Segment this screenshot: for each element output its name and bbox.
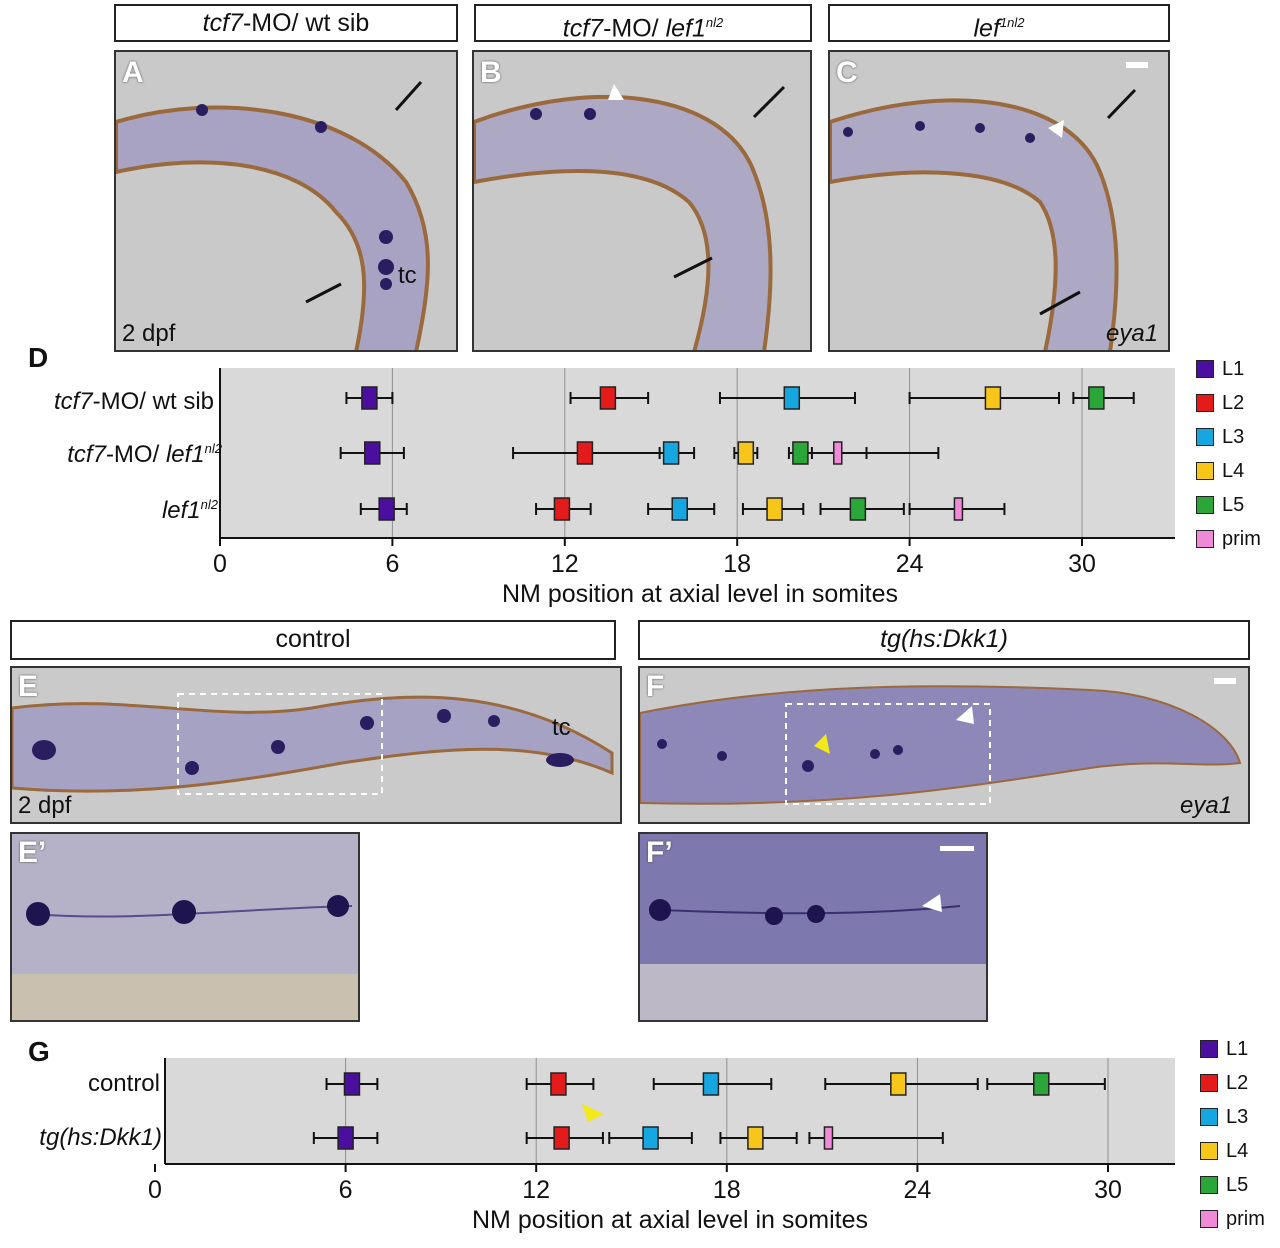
legend-swatch [1200, 1142, 1218, 1160]
panel-b-letter: B [480, 56, 502, 89]
chart-g-tick-label: 24 [903, 1176, 931, 1204]
chart-d-tick-label: 30 [1068, 550, 1096, 578]
tail-illustration-a [116, 81, 430, 350]
panel-a-title: tcf7-MO/ wt sib [114, 4, 458, 42]
embryo-illustration-f [640, 678, 1242, 805]
panel-e-prime-image: E’ [10, 832, 360, 1022]
chart-g-point-l3 [702, 1072, 720, 1096]
chart-d-point-prim [953, 497, 964, 521]
chart-d-point-l3 [662, 441, 680, 465]
chart-g-tick-label: 0 [148, 1176, 162, 1204]
legend-swatch [1196, 462, 1214, 480]
embryo-illustration-e [12, 693, 614, 795]
chart-d-plot-area [220, 368, 1175, 538]
panel-f-letter: F [646, 670, 665, 703]
panel-a-letter: A [122, 56, 144, 89]
panel-e-title: control [10, 620, 616, 660]
panel-g-letter: G [28, 1036, 50, 1067]
chart-d-point-l1 [378, 497, 395, 521]
chart-d-row-2-label: tcf7-MO/ lef1nl2 [67, 441, 222, 468]
chart-g-point-l1 [343, 1072, 361, 1096]
panel-f-prime-letter: F’ [646, 836, 673, 869]
zoom-illustration-e [12, 834, 358, 1020]
panel-c-image: C eya1 [828, 50, 1170, 352]
legend-swatch [1200, 1108, 1218, 1126]
chart-g-tick-label: 6 [339, 1176, 353, 1204]
panel-e-tc-label: tc [552, 714, 571, 741]
panel-d-letter: D [28, 342, 49, 373]
panel-a-dpf: 2 dpf [122, 320, 176, 347]
panel-f-image: F eya1 [638, 666, 1250, 824]
panel-c-gene-label: eya1 [1106, 320, 1159, 347]
chart-g-point-l2 [550, 1072, 567, 1096]
zoom-illustration-f [640, 834, 986, 1020]
chart-g-point-l1 [337, 1126, 354, 1150]
chart-g-tick-label: 12 [522, 1176, 550, 1204]
chart-d-point-l2 [553, 497, 571, 521]
chart-d-point-l3 [783, 386, 801, 410]
chart-d-point-l1 [361, 386, 378, 410]
chart-d-tick-label: 0 [213, 550, 227, 578]
chart-d-point-prim [833, 441, 843, 465]
panel-c-letter: C [836, 56, 858, 89]
chart-g-row-1-label: control [87, 1070, 160, 1097]
panel-a-tc-label: tc [398, 262, 417, 289]
legend-swatch [1196, 496, 1214, 514]
chart-g-tick-label: 18 [713, 1176, 741, 1204]
chart-d-point-l5 [849, 497, 867, 521]
chart-g-point-prim [823, 1126, 834, 1150]
chart-d-tick-label: 6 [385, 550, 399, 578]
panel-a-image: A 2 dpf tc [114, 50, 458, 352]
chart-d-point-l4 [737, 441, 755, 465]
chart-d-point-l2 [576, 441, 594, 465]
panel-f-gene-label: eya1 [1180, 792, 1233, 819]
chart-g-tick-label: 30 [1094, 1176, 1122, 1204]
chart-d-point-l4 [984, 386, 1002, 410]
legend-swatch [1200, 1176, 1218, 1194]
chart-d-row-1-label: tcf7-MO/ wt sib [53, 388, 214, 415]
panel-e-image: E 2 dpf tc [10, 666, 622, 824]
legend-swatch [1196, 394, 1214, 412]
legend-swatch [1196, 530, 1214, 548]
chart-d-tick-label: 24 [896, 550, 924, 578]
chart-d-point-l5 [792, 441, 809, 465]
tail-illustration-b [474, 84, 786, 350]
yellow-arrowhead [582, 1104, 604, 1122]
legend-swatch [1200, 1074, 1218, 1092]
chart-d-tick-label: 18 [723, 550, 751, 578]
chart-g-xlabel: NM position at axial level in somites [472, 1206, 868, 1234]
panel-b-image: B [472, 50, 812, 352]
chart-g-point-l4 [890, 1072, 907, 1096]
panel-f-prime-image: F’ [638, 832, 988, 1022]
chart-g-row-2-label: tg(hs:Dkk1) [39, 1124, 162, 1151]
chart-g-plot-area [165, 1058, 1175, 1164]
chart-g-point-l4 [747, 1126, 764, 1150]
chart-d-point-l2 [599, 386, 617, 410]
panel-e-letter: E [18, 670, 39, 703]
legend-swatch [1196, 360, 1214, 378]
chart-d-point-l3 [671, 497, 688, 521]
tail-illustration-c [830, 62, 1148, 350]
panel-e-prime-letter: E’ [18, 836, 47, 869]
chart-d-point-l5 [1088, 386, 1105, 410]
panel-b-title: tcf7-MO/ lef1nl2 [474, 4, 812, 42]
panel-c-title: lef1nl2 [828, 4, 1170, 42]
chart-d-point-l4 [766, 497, 783, 521]
legend-swatch [1196, 428, 1214, 446]
panel-f-title: tg(hs:Dkk1) [638, 620, 1250, 660]
legend-swatch [1200, 1040, 1218, 1058]
chart-g-point-l3 [642, 1126, 659, 1150]
chart-d-xlabel: NM position at axial level in somites [502, 580, 898, 608]
panel-e-dpf: 2 dpf [18, 792, 72, 819]
legend-swatch [1200, 1210, 1218, 1228]
chart-g-point-l5 [1033, 1072, 1050, 1096]
chart-d-row-3-label: lef1nl2 [161, 497, 218, 524]
chart-d-tick-label: 12 [551, 550, 579, 578]
chart-g-point-l2 [553, 1126, 570, 1150]
chart-d-point-l1 [364, 441, 381, 465]
